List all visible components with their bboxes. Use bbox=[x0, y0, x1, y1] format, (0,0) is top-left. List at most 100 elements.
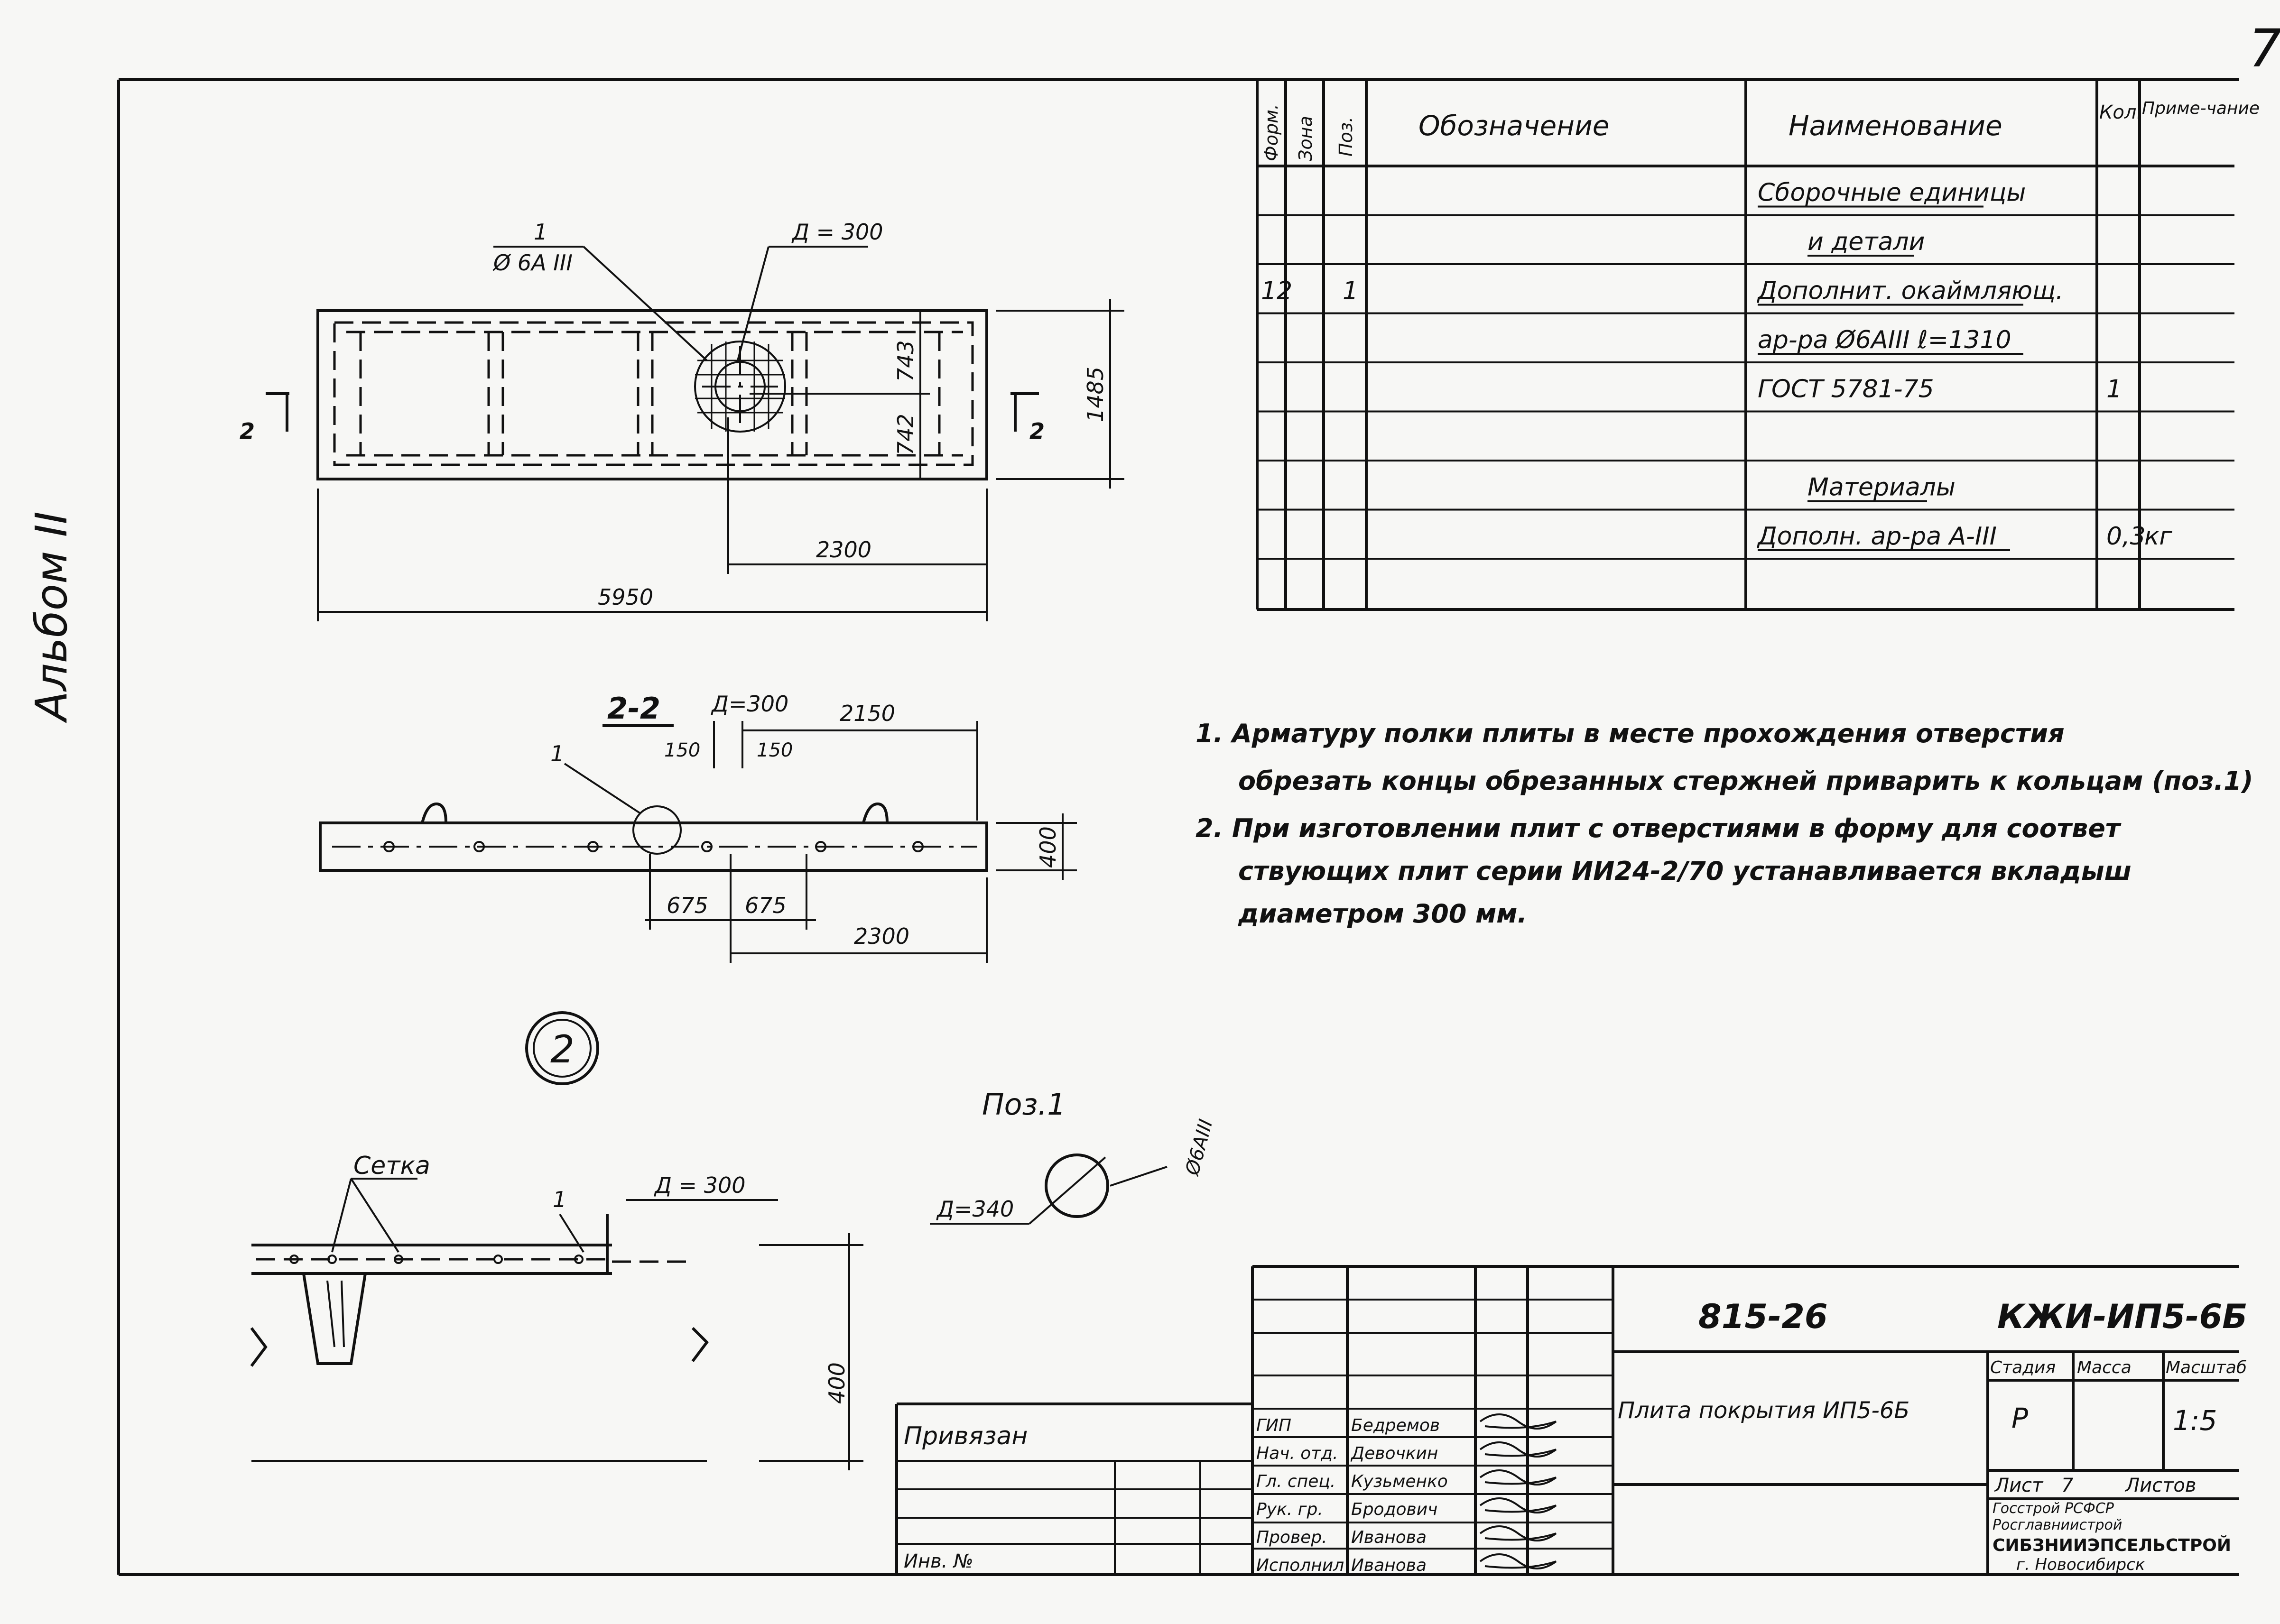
signature-name: Кузьменко bbox=[1351, 1472, 1448, 1491]
title-sheet-number: 7 bbox=[2061, 1475, 2074, 1496]
spec-cell-name: Сборочные единицы bbox=[1758, 179, 2026, 207]
section-mark-left: 2 bbox=[240, 418, 255, 444]
title-org-3: СИБЗНИИЭПСЕЛЬСТРОЙ bbox=[1993, 1535, 2231, 1555]
spec-cell-qty: 1 bbox=[2106, 375, 2122, 404]
section-dim-right: 2150 bbox=[840, 701, 895, 726]
title-sheets-label: Листов bbox=[2124, 1475, 2196, 1496]
section-hole-label: Д=300 bbox=[711, 691, 788, 717]
title-scale-header: Масштаб bbox=[2166, 1358, 2247, 1377]
section-dim-150-right: 150 bbox=[757, 739, 793, 761]
spec-header-zone: Зона bbox=[1295, 116, 1316, 161]
detail-marker-1: 1 bbox=[553, 1187, 566, 1212]
spec-row: ГОСТ 5781-75 1 bbox=[1257, 375, 2234, 413]
signature-scribble bbox=[1479, 1525, 1557, 1541]
spec-header-qty: Кол. bbox=[2099, 102, 2142, 123]
title-name: Плита покрытия ИП5-6Б bbox=[1618, 1397, 1909, 1424]
note-line-5: диаметром 300 мм. bbox=[1238, 899, 1527, 929]
sheet-frame bbox=[117, 78, 2239, 1576]
section-dim-height: 400 bbox=[1035, 826, 1061, 868]
spec-row: Сборочные единицы bbox=[1257, 179, 2234, 216]
signature-scribble bbox=[1479, 1413, 1557, 1430]
signature-scribble bbox=[1479, 1553, 1557, 1569]
section-dim-675-right: 675 bbox=[745, 893, 787, 918]
spec-row: ар-ра Ø6АIII ℓ=1310 bbox=[1257, 326, 2234, 363]
title-org-1: Госстрой РСФСР bbox=[1993, 1500, 2114, 1517]
circle-number: 2 bbox=[550, 1027, 575, 1071]
spec-row: Дополн. ар-ра А-III 0,3кг bbox=[1257, 522, 2234, 560]
title-stage: Р bbox=[2011, 1402, 2028, 1434]
note-line-1: 1. Арматуру полки плиты в месте прохожде… bbox=[1196, 719, 2065, 748]
signature-row: ГИП Бедремов bbox=[1256, 1413, 1557, 1435]
section-2-2: 2-2 1 Д=300 2150 150 150 400 bbox=[319, 691, 1077, 963]
spec-cell-name: и детали bbox=[1807, 228, 1925, 256]
detail-hole-label: Д = 300 bbox=[654, 1172, 746, 1198]
signature-row: Гл. спец. Кузьменко bbox=[1256, 1469, 1557, 1491]
spec-cell-qty: 0,3 bbox=[2106, 522, 2146, 551]
spec-cell-name: ГОСТ 5781-75 bbox=[1758, 375, 1934, 404]
plan-marker-1: 1 bbox=[534, 219, 547, 245]
plan-dim-offset: 2300 bbox=[816, 537, 871, 563]
signature-scribble bbox=[1479, 1441, 1557, 1458]
hole-hatched-area bbox=[694, 341, 786, 433]
section-rebar-dots bbox=[383, 841, 924, 852]
spec-header-pos: Поз. bbox=[1335, 117, 1356, 157]
section-title: 2-2 bbox=[607, 691, 660, 726]
spec-row: 12 1 Дополнит. окаймляющ. bbox=[1257, 277, 2234, 314]
plan-dim-width: 1485 bbox=[1083, 367, 1108, 422]
signature-name: Иванова bbox=[1351, 1528, 1427, 1547]
hole-edge-detail: Сетка 1 Д = 300 400 bbox=[250, 1152, 863, 1470]
notes: 1. Арматуру полки плиты в месте прохожде… bbox=[1196, 719, 2253, 929]
spec-cell-pos: 1 bbox=[1343, 277, 1358, 305]
spec-rows: Сборочные единицы и детали 12 1 Дополнит. ок… bbox=[1257, 179, 2234, 560]
title-bound-label: Привязан bbox=[904, 1422, 1028, 1450]
spec-header-note: Приме-чание bbox=[2142, 99, 2260, 118]
spec-cell-note: кг bbox=[2144, 522, 2172, 551]
spec-cell-name: Дополнит. окаймляющ. bbox=[1757, 277, 2064, 305]
detail-circle-marker: 2 bbox=[525, 1011, 599, 1085]
signature-row: Провер. Иванова bbox=[1256, 1525, 1557, 1547]
plan-hole-label: Д = 300 bbox=[791, 219, 883, 245]
signature-name: Девочкин bbox=[1350, 1444, 1438, 1463]
spec-row: Материалы bbox=[1257, 473, 2234, 511]
title-code: КЖИ-ИП5-6Б bbox=[1997, 1297, 2248, 1336]
note-line-4: ствующих плит серии ИИ24-2/70 устанавлив… bbox=[1238, 856, 2132, 886]
title-org-2: Росглавниистрой bbox=[1993, 1517, 2122, 1533]
signature-role: Исполнил bbox=[1256, 1556, 1344, 1575]
title-series: 815-26 bbox=[1698, 1297, 1828, 1336]
section-marker-1: 1 bbox=[550, 741, 564, 766]
title-stage-header: Стадия bbox=[1990, 1358, 2056, 1377]
detail-mesh-label: Сетка bbox=[353, 1152, 430, 1180]
spec-header-designation: Обозначение bbox=[1418, 110, 1609, 142]
side-stamp: Альбом II bbox=[26, 511, 77, 723]
title-org-4: г. Новосибирск bbox=[2016, 1555, 2145, 1574]
pos-1-title: Поз.1 bbox=[982, 1087, 1066, 1122]
signature-role: ГИП bbox=[1256, 1416, 1291, 1435]
section-dim-bottom: 2300 bbox=[854, 923, 909, 949]
signature-role: Провер. bbox=[1256, 1528, 1327, 1547]
spec-cell-name: Дополн. ар-ра А-III bbox=[1757, 522, 1997, 551]
title-inv-label: Инв. № bbox=[904, 1550, 973, 1572]
signature-role: Рук. гр. bbox=[1256, 1500, 1323, 1519]
spec-table bbox=[1256, 80, 2234, 611]
signature-row: Нач. отд.Девочкин bbox=[1256, 1441, 1557, 1463]
signature-scribble bbox=[1479, 1469, 1557, 1486]
spec-cell-format: 12 bbox=[1261, 277, 1292, 305]
page-number: 7 bbox=[2249, 18, 2280, 79]
plan-dim-upper: 743 bbox=[893, 340, 918, 382]
plan-marker-1-rebar: Ø 6А III bbox=[492, 250, 573, 276]
note-line-2: обрезать концы обрезанных стержней прива… bbox=[1238, 766, 2253, 796]
pos-1-rebar: Ø6АIII bbox=[1181, 1117, 1217, 1178]
signature-name: Бедремов bbox=[1351, 1416, 1440, 1435]
section-dim-675-left: 675 bbox=[667, 893, 708, 918]
signature-row: Рук. гр. Бродович bbox=[1256, 1497, 1557, 1519]
spec-row: и детали bbox=[1257, 228, 2234, 265]
signature-name: Бродович bbox=[1351, 1500, 1437, 1519]
pos-1-diameter: Д=340 bbox=[936, 1196, 1014, 1222]
note-line-3: 2. При изготовлении плит с отверстиями в… bbox=[1196, 813, 2122, 843]
detail-dim-height: 400 bbox=[824, 1362, 850, 1404]
pos-1-detail: Поз.1 Д=340 Ø6АIII bbox=[930, 1087, 1217, 1225]
signature-role: Гл. спец. bbox=[1256, 1472, 1335, 1491]
